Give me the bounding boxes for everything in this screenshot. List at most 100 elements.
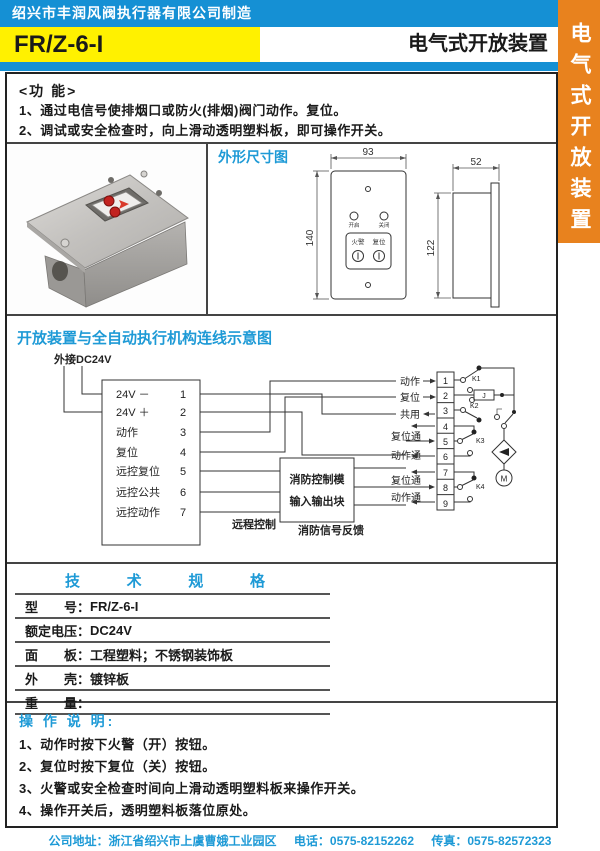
spec-title-char: 技: [65, 573, 81, 590]
remote-control-label: 远程控制: [232, 517, 276, 531]
photo-body-front-face: [83, 221, 188, 308]
side-category-tab: 电气式开放装置: [558, 0, 600, 243]
relay-circuit: K1 J K2: [454, 365, 517, 503]
operation-item-4: 4、操作开关后，透明塑料板落位原处。: [19, 803, 257, 818]
strip-no-4: 4: [443, 422, 448, 432]
strip-no-2: 2: [443, 391, 448, 401]
dimension-drawing-cell: 外形尺寸图 93 140 开启: [208, 144, 558, 314]
strip-no-5: 5: [443, 437, 448, 447]
spec-title-char: 规: [188, 573, 204, 590]
spec-table: 型 号： FR/Z-6-I 额定电压： DC24V 面 板： 工程塑料；不锈钢装…: [15, 593, 330, 715]
manufacturer-bar: 绍兴市丰润风阀执行器有限公司制造: [0, 0, 558, 27]
terminal-name-7: 远控动作: [116, 505, 160, 519]
footer-phone: 电话：0575-82152262: [293, 834, 414, 848]
terminal-strip: 1 2 3 4 5 6 7 8 9: [436, 371, 455, 511]
dimension-title: 外形尺寸图: [218, 149, 288, 165]
strip-no-7: 7: [443, 468, 448, 478]
terminal-no-1: 1: [180, 389, 186, 401]
product-name: 电气式开放装置: [408, 33, 548, 55]
relay-k1-label: K1: [472, 376, 481, 383]
function-title: <功 能>: [19, 83, 78, 99]
operation-title: 操 作 说 明:: [19, 713, 116, 729]
strip-label-reset-on-2: 复位通: [391, 474, 421, 487]
spec-value: FR/Z-6-I: [90, 598, 139, 614]
spec-title-char: 术: [126, 573, 142, 590]
footer: 公司地址：浙江省绍兴市上虞曹娥工业园区 电话：0575-82152262 传真：…: [0, 832, 600, 851]
spec-row-weight: 重 量：: [15, 691, 330, 715]
wiring-title: 开放装置与全自动执行机构连线示意图: [17, 329, 272, 347]
product-photo-cell: [7, 144, 208, 314]
spec-label: 重 量：: [25, 695, 91, 711]
operation-item-1: 1、动作时按下火警（开）按钮。: [19, 737, 216, 752]
relay-k2-label: K2: [470, 403, 479, 410]
photo-screw-2: [108, 177, 114, 183]
spec-label: 型 号：: [25, 599, 91, 615]
photo-screw-1: [60, 238, 70, 248]
terminal-name-4: 复位: [116, 445, 138, 459]
indicator-lamp-close: [379, 211, 389, 221]
operation-section: 操 作 说 明: 1、动作时按下火警（开）按钮。 2、复位时按下复位（关）按钮。…: [7, 703, 556, 828]
connection-wires: [200, 380, 430, 513]
strip-no-6: 6: [443, 452, 448, 462]
terminal-no-3: 3: [180, 427, 186, 439]
terminal-name-3: 动作: [116, 426, 138, 439]
strip-label-action: 动作: [400, 376, 420, 388]
dimension-section: 外形尺寸图 93 140 开启: [7, 144, 556, 316]
actuator-terminal-box: 24V － 1 24V ＋ 2 动作 3 复位 4 远控复位 5 远控公共 6 …: [101, 379, 201, 546]
terminal-name-6: 远控公共: [116, 485, 160, 499]
strip-label-action-on-1: 动作通: [391, 450, 421, 462]
fire-button-label: 火警: [352, 237, 366, 246]
coil-j-label: J: [482, 393, 486, 400]
spec-label: 面 板：: [25, 647, 91, 663]
spec-section: 技 术 规 格 型 号： FR/Z-6-I 额定电压： DC24V 面 板： 工…: [7, 564, 556, 715]
strip-no-8: 8: [443, 483, 448, 493]
strip-label-common: 共用: [400, 409, 420, 421]
fire-button-symbol: [352, 250, 364, 262]
strip-label-reset-on-1: 复位通: [391, 430, 421, 443]
photo-red-arrow: [119, 200, 129, 209]
fire-control-module: 消防控制模 输入输出块: [279, 457, 355, 523]
external-power-label: 外接DC24V: [53, 352, 112, 366]
reset-button-symbol: [373, 250, 385, 262]
side-view-plate: [490, 182, 500, 308]
spec-row-voltage: 额定电压： DC24V: [15, 619, 330, 643]
photo-plate-edge: [27, 222, 85, 273]
front-hole-bottom: [365, 282, 371, 288]
function-section: <功 能> 1、通过电信号使排烟口或防火(排烟)阀门动作。复位。 2、调试或安全…: [7, 74, 556, 144]
indicator-close-label: 关闭: [378, 221, 389, 229]
photo-switch-panel: [91, 191, 143, 218]
footer-website[interactable]: Http://sxfyfr.com.cn: [244, 849, 356, 851]
footer-address: 公司地址：浙江省绍兴市上虞曹娥工业园区: [48, 834, 277, 848]
spec-value: DC24V: [90, 622, 132, 638]
spec-title-char: 格: [249, 573, 265, 590]
model-row: FR/Z-6-I 电气式开放装置: [0, 27, 558, 62]
front-hole-top: [365, 186, 371, 192]
dimension-drawing: 外形尺寸图 93 140 开启: [218, 147, 500, 308]
footer-fax: 传真：0575-82572323: [431, 834, 552, 848]
photo-screw-4: [156, 190, 162, 196]
front-width-dim: 93: [362, 147, 374, 158]
function-item-2: 2、调试或安全检查时，向上滑动透明塑料板，即可操作开关。: [19, 123, 392, 138]
indicator-lamp-open: [349, 211, 359, 221]
terminal-no-5: 5: [180, 466, 186, 478]
terminal-no-4: 4: [180, 447, 186, 459]
switch-window: [345, 232, 392, 270]
terminal-name-2: 24V ＋: [116, 407, 150, 419]
side-height-dim: 122: [426, 239, 437, 256]
fire-module-line1: 消防控制模: [290, 472, 346, 486]
photo-red-button-bottom: [109, 206, 121, 218]
front-height-dim: 140: [305, 229, 316, 246]
photo-conduit-hole: [52, 261, 68, 281]
wiring-section: 开放装置与全自动执行机构连线示意图 外接DC24V 24V － 1 24V ＋ …: [7, 316, 556, 564]
strip-labels: 动作 复位 共用 复位通 动作通 复位通 动作通: [391, 376, 436, 505]
content-frame: <功 能> 1、通过电信号使排烟口或防火(排烟)阀门动作。复位。 2、调试或安全…: [5, 72, 558, 828]
spec-label: 额定电压：: [25, 623, 91, 639]
function-item-1: 1、通过电信号使排烟口或防火(排烟)阀门动作。复位。: [19, 103, 347, 118]
strip-no-1: 1: [443, 376, 448, 386]
wiring-diagram: 开放装置与全自动执行机构连线示意图 外接DC24V 24V － 1 24V ＋ …: [17, 329, 517, 546]
fire-module-line2: 输入输出块: [290, 494, 346, 508]
spec-value: 镀锌板: [90, 671, 130, 687]
side-tab-label: 电气式开放装置: [568, 22, 591, 239]
photo-screw-3: [140, 170, 148, 178]
